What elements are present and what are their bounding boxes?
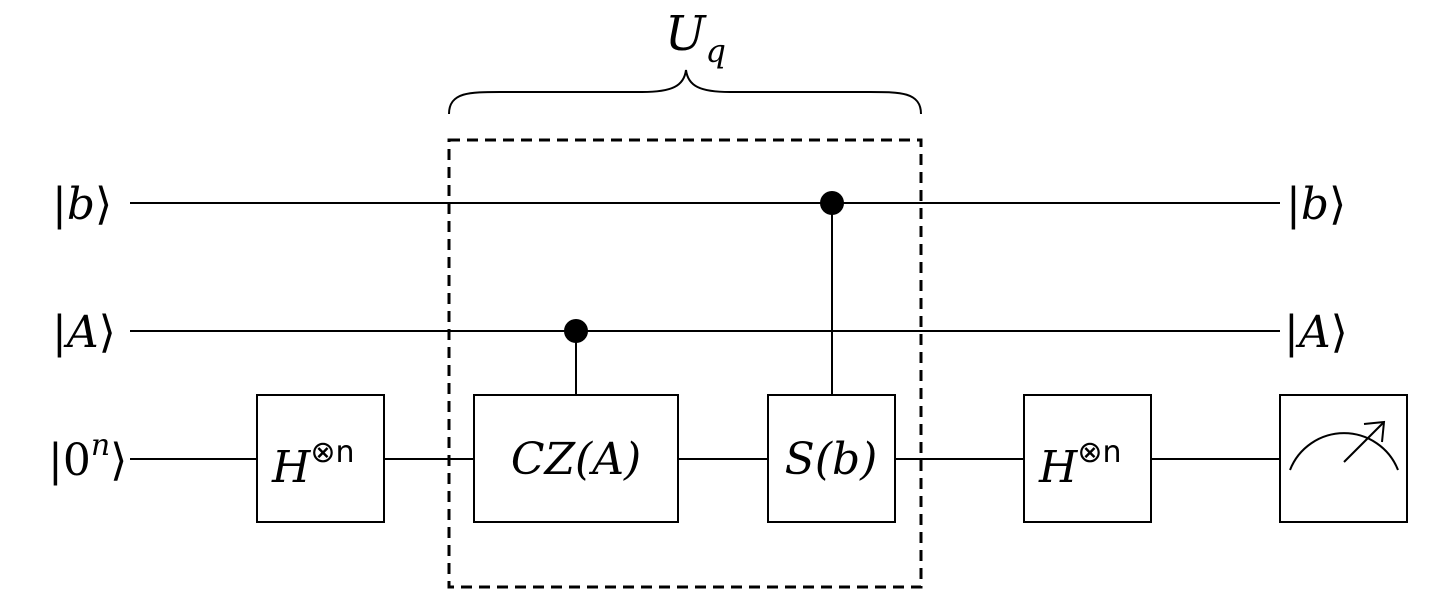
input-ket-b: |b⟩ [52,179,112,230]
s-gate: S(b) [767,394,896,523]
svg-text:S(b): S(b) [785,434,878,485]
svg-text:CZ(A): CZ(A) [511,434,641,485]
s-control-dot [820,191,844,215]
cz-gate: CZ(A) [473,394,679,523]
input-ket-ancilla: |0n⟩ [48,428,127,486]
unitary-label: Uq [665,6,726,70]
meter-icon [1279,394,1408,523]
input-ket-A: |A⟩ [52,307,116,358]
svg-text:H⊗n: H⊗n [271,435,355,493]
unitary-brace [448,69,922,115]
unitary-block [447,138,923,589]
svg-text:H⊗n: H⊗n [1038,435,1122,493]
hadamard-gate-1: H⊗n [256,394,385,523]
output-ket-b: |b⟩ [1286,179,1346,230]
hadamard-gate-2: H⊗n [1023,394,1152,523]
cz-control-dot [564,319,588,343]
output-ket-A: |A⟩ [1284,307,1348,358]
